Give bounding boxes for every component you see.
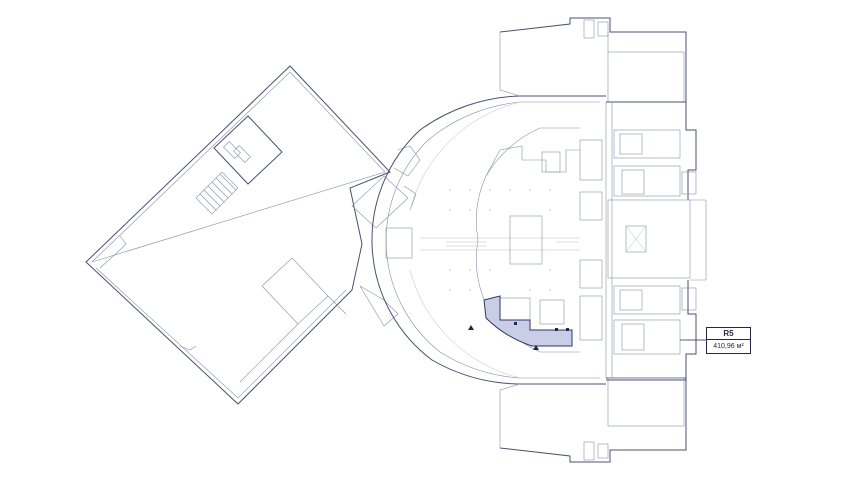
unit-label[interactable]: R5 410,96 м²: [706, 327, 751, 354]
staircase-icon: [195, 171, 239, 215]
connector: [351, 145, 421, 327]
right-wing: [499, 17, 707, 463]
door-markers: [468, 322, 569, 350]
unit-code: R5: [707, 328, 750, 340]
left-annex: [85, 65, 391, 405]
unit-area: 410,96 м²: [713, 343, 744, 350]
unit-r5-highlight[interactable]: [483, 295, 573, 347]
